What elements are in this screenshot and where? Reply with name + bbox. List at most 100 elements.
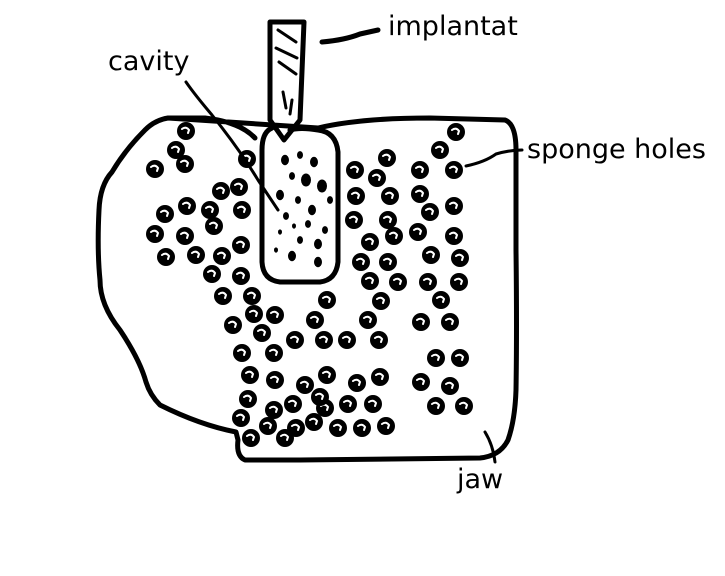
- sponge-hole-highlight: [374, 335, 384, 343]
- sponge-hole-highlight: [237, 205, 247, 213]
- sponge-hole: [233, 344, 251, 362]
- sponge-hole-highlight: [351, 191, 361, 199]
- sponge-hole: [176, 155, 194, 173]
- debris-speck: [297, 151, 303, 159]
- sponge-hole-highlight: [416, 377, 426, 385]
- sponge-hole-highlight: [375, 372, 385, 380]
- sponge-hole-highlight: [431, 401, 441, 409]
- sponge-hole: [451, 349, 469, 367]
- sponge-hole-highlight: [150, 164, 160, 172]
- sponge-hole: [232, 409, 250, 427]
- sponge-hole-highlight: [315, 392, 325, 400]
- sponge-hole: [347, 187, 365, 205]
- debris-speck: [289, 172, 295, 180]
- sponge-hole: [346, 161, 364, 179]
- sponge-hole-highlight: [205, 205, 215, 213]
- jaw-label: jaw: [456, 464, 503, 495]
- sponge-hole-highlight: [249, 309, 259, 317]
- debris-speck: [314, 238, 322, 250]
- sponge-hole-highlight: [382, 153, 392, 161]
- sponge-hole: [243, 287, 261, 305]
- debris-speck: [292, 223, 296, 229]
- sponge-hole-highlight: [435, 145, 445, 153]
- sponge-hole: [167, 141, 185, 159]
- sponge-hole-highlight: [454, 277, 464, 285]
- sponge-hole-highlight: [342, 335, 352, 343]
- sponge-hole-highlight: [449, 165, 459, 173]
- debris-speck: [314, 256, 322, 268]
- sponge-hole: [447, 123, 465, 141]
- sponge-hole-highlight: [216, 186, 226, 194]
- sponge-hole-highlight: [459, 401, 469, 409]
- sponge-hole: [224, 316, 242, 334]
- sponge-hole-highlight: [415, 165, 425, 173]
- sponge-hole: [427, 349, 445, 367]
- sponge-hole: [412, 373, 430, 391]
- sponge-hole-highlight: [269, 405, 279, 413]
- sponge-hole: [266, 306, 284, 324]
- debris-speck: [274, 247, 278, 253]
- sponge-hole: [318, 291, 336, 309]
- sponge-hole-highlight: [445, 317, 455, 325]
- sponge-hole: [364, 395, 382, 413]
- debris-speck: [317, 179, 327, 193]
- implant-post: [267, 19, 307, 143]
- sponge-hole-highlight: [191, 250, 201, 258]
- sponge-hole: [339, 395, 357, 413]
- debris-speck: [305, 220, 311, 228]
- sponge-hole: [445, 227, 463, 245]
- debris-speck: [310, 156, 318, 168]
- sponge-hole: [361, 233, 379, 251]
- sponge-hole: [427, 397, 445, 415]
- sponge-hole-highlight: [209, 221, 219, 229]
- sponge-hole: [432, 291, 450, 309]
- jaw-outline: [95, 115, 519, 463]
- sponge-hole: [379, 253, 397, 271]
- sponge-hole-highlight: [389, 231, 399, 239]
- sponge-hole-highlight: [333, 423, 343, 431]
- sponge-hole-highlight: [363, 315, 373, 323]
- sponge-hole: [214, 287, 232, 305]
- cavity-outline: [259, 125, 341, 285]
- sponge-hole: [157, 248, 175, 266]
- sponge-hole: [412, 313, 430, 331]
- sponge-hole: [371, 368, 389, 386]
- sponge-hole-highlight: [383, 257, 393, 265]
- sponge-hole: [156, 205, 174, 223]
- sponge-hole: [385, 227, 403, 245]
- sponge-hole-highlight: [368, 399, 378, 407]
- sponge-hole: [286, 331, 304, 349]
- sponge-hole: [348, 374, 366, 392]
- sponge-hole: [352, 253, 370, 271]
- sponge-hole: [445, 197, 463, 215]
- sponge-hole-highlight: [300, 380, 310, 388]
- sponge-hole-highlight: [236, 271, 246, 279]
- debris-speck: [288, 250, 296, 262]
- sponge-hole-highlight: [280, 433, 290, 441]
- sponge-hole-highlight: [425, 207, 435, 215]
- jaw-leader-line: [483, 430, 497, 464]
- sponge-hole-highlight: [180, 231, 190, 239]
- sponge-hole-highlight: [449, 201, 459, 209]
- sponge-hole-highlight: [350, 165, 360, 173]
- debris-speck: [295, 196, 301, 204]
- sponge-hole-highlight: [207, 269, 217, 277]
- sponge-hole-highlight: [383, 215, 393, 223]
- sponge-hole-highlight: [247, 291, 257, 299]
- sponge-hole: [377, 417, 395, 435]
- sponge-hole-highlight: [393, 277, 403, 285]
- sponge-hole-highlight: [322, 295, 332, 303]
- sponge-hole: [242, 429, 260, 447]
- sponge-hole-highlight: [270, 375, 280, 383]
- debris-speck: [281, 154, 289, 166]
- sponge-hole-highlight: [449, 231, 459, 239]
- sponge-hole-highlight: [455, 353, 465, 361]
- sponge-hole-highlight: [416, 317, 426, 325]
- sponge-hole: [338, 331, 356, 349]
- sponge-hole: [296, 376, 314, 394]
- sponge-hole: [378, 149, 396, 167]
- sponge-hole-highlight: [356, 257, 366, 265]
- sponge-hole-highlight: [343, 399, 353, 407]
- sponge-hole: [201, 201, 219, 219]
- sponge-hole-highlight: [171, 145, 181, 153]
